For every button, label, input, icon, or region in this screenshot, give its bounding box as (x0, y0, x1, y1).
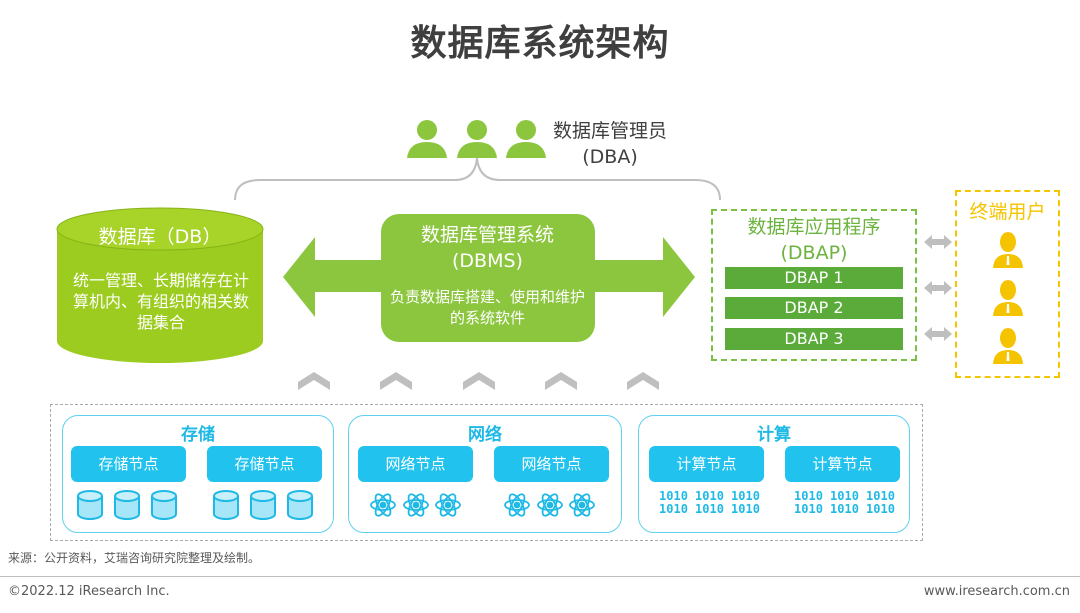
end-users-container (955, 190, 1060, 378)
end-user-icon (993, 232, 1023, 268)
network-node: 网络节点 (494, 446, 609, 482)
atom-icon (435, 491, 461, 519)
source-note: 来源：公开资料，艾瑞咨询研究院整理及绘制。 (8, 551, 261, 565)
database-cylinder-icon (250, 490, 276, 520)
network-node: 网络节点 (358, 446, 473, 482)
dba-label-name: 数据库管理员 (552, 120, 667, 142)
storage-icons (77, 490, 313, 520)
database-cylinder-icon (213, 490, 239, 520)
dba-brace (234, 157, 721, 201)
atom-icon (403, 491, 429, 519)
bidirectional-arrow-icon (924, 327, 952, 341)
person-icon (457, 120, 497, 158)
compute-node: 计算节点 (649, 446, 764, 482)
atom-icon (370, 491, 396, 519)
db-title: 数据库（DB） (98, 226, 222, 248)
atom-icon (504, 491, 530, 519)
dba-icons (407, 120, 546, 158)
dbap-container (711, 209, 917, 361)
storage-node: 存储节点 (207, 446, 322, 482)
website-link[interactable]: www.iresearch.com.cn (923, 584, 1070, 599)
dbap-item-1: DBAP 1 (725, 267, 903, 289)
person-icon (407, 120, 447, 158)
diagram-title: 数据库系统架构 (410, 23, 670, 64)
dbap-title-name: 数据库应用程序 (747, 216, 881, 238)
compute-group-title: 计算 (757, 425, 791, 445)
storage-group (62, 415, 334, 533)
storage-group-title: 存储 (181, 425, 215, 445)
dbms-description: 负责数据库搭建、使用和维护的系统软件 (389, 288, 585, 327)
end-user-icon (993, 280, 1023, 316)
database-cylinder-icon (77, 490, 103, 520)
infrastructure-container (50, 404, 923, 541)
dba-label: 数据库管理员 (DBA) (535, 118, 685, 170)
db-description: 统一管理、长期储存在计算机内、有组织的相关数据集合 (72, 271, 249, 332)
bidirectional-arrow-icon (924, 235, 952, 249)
storage-node: 存储节点 (71, 446, 186, 482)
database-cylinder-icon (151, 490, 177, 520)
dbap-item-2: DBAP 2 (725, 297, 903, 319)
dbms-double-arrow (283, 214, 695, 342)
dbap-item-3: DBAP 3 (725, 328, 903, 350)
network-icons (370, 491, 595, 519)
compute-node: 计算节点 (785, 446, 900, 482)
dbms-title-name: 数据库管理系统 (420, 224, 554, 246)
footer-divider (0, 576, 1080, 577)
chevron-up-icon (298, 372, 330, 390)
chevron-up-icon (463, 372, 495, 390)
dbap-title: 数据库应用程序 (DBAP) (711, 214, 917, 266)
database-cylinder-icon (114, 490, 140, 520)
end-users-title: 终端用户 (969, 201, 1046, 223)
chevron-up-icon (627, 372, 659, 390)
copyright: ©2022.12 iResearch Inc. (8, 584, 170, 599)
atom-icon (537, 491, 563, 519)
compute-group (638, 415, 910, 533)
database-cylinder-icon (287, 490, 313, 520)
database-cylinder (56, 207, 264, 363)
chevron-up-icon (380, 372, 412, 390)
dbap-title-abbr: (DBAP) (780, 242, 848, 264)
atom-icon (569, 491, 595, 519)
dbms-title-abbr: (DBMS) (452, 250, 523, 272)
network-group-title: 网络 (468, 425, 502, 445)
dbms-title: 数据库管理系统 (DBMS) (385, 222, 590, 274)
end-user-icon (993, 328, 1023, 364)
network-group (348, 415, 622, 533)
bidirectional-arrow-icon (924, 281, 952, 295)
chevron-up-icon (545, 372, 577, 390)
dba-label-abbr: (DBA) (582, 146, 638, 168)
person-icon (506, 120, 546, 158)
